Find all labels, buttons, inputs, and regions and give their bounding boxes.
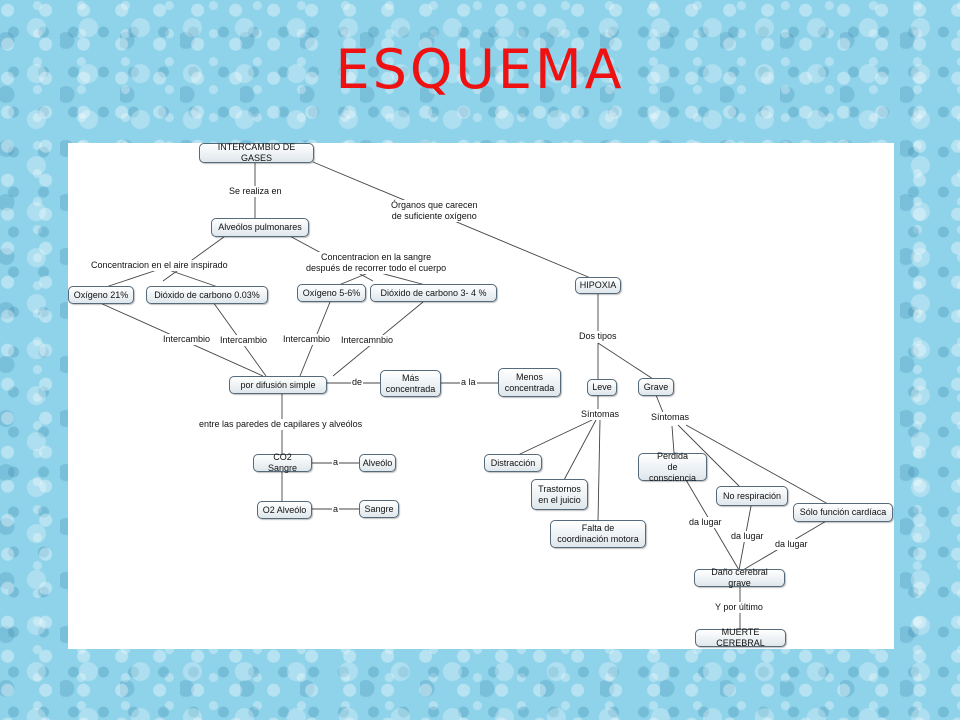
- node-oxigeno-5-6: Oxígeno 5-6%: [297, 284, 366, 302]
- node-distraccion: Distracción: [484, 454, 542, 472]
- link-dos-tipos: Dos tipos: [578, 331, 618, 342]
- node-intercambio-de-gases: INTERCAMBIO DE GASES: [199, 142, 314, 163]
- link-organos-carecen: Órganos que carecen de suficiente oxígen…: [390, 200, 479, 222]
- link-intercambio-3: Intercambio: [282, 334, 332, 345]
- link-a-1: a: [332, 457, 340, 468]
- link-entre-paredes: entre las paredes de capilares y alveólo…: [198, 419, 364, 430]
- node-alveolos-pulmonares: Alveólos pulmonares: [211, 218, 309, 237]
- node-hipoxia: HIPOXIA: [575, 277, 621, 294]
- node-dioxido-003: Dióxido de carbono 0.03%: [146, 286, 268, 304]
- node-mas-concentrada: Más concentrada: [380, 370, 441, 397]
- link-concentracion-sangre: Concentracion en la sangre después de re…: [305, 252, 448, 274]
- link-sintomas-grave: Síntomas: [650, 412, 691, 423]
- link-da-lugar-2: da lugar: [730, 531, 765, 542]
- node-leve: Leve: [587, 379, 617, 396]
- node-dano-cerebral-grave: Daño cerebral grave: [694, 567, 785, 588]
- node-perdida-consciencia: Perdida de consciencia: [638, 451, 707, 483]
- link-a-2: a: [332, 504, 340, 515]
- node-muerte-cerebral: MUERTE CEREBRAL: [695, 627, 786, 648]
- link-intercambio-4: Intercamnbio: [340, 335, 395, 346]
- link-da-lugar-1: da lugar: [688, 517, 723, 528]
- link-intercambio-2: Intercambio: [219, 335, 269, 346]
- node-no-respiracion: No respiración: [716, 486, 788, 506]
- node-grave: Grave: [638, 378, 674, 396]
- node-sangre: Sangre: [359, 500, 399, 518]
- link-se-realiza-en: Se realiza en: [228, 186, 283, 197]
- slide-title: ESQUEMA: [335, 38, 625, 101]
- node-trastornos-juicio: Trastornos en el juicio: [531, 479, 588, 510]
- link-y-por-ultimo: Y por último: [714, 602, 764, 613]
- link-a-la: a la: [460, 377, 477, 388]
- concept-map: INTERCAMBIO DE GASES Alveólos pulmonares…: [68, 142, 894, 649]
- node-solo-funcion-cardiaca: Sólo función cardíaca: [793, 503, 893, 522]
- node-o2-alveolo: O2 Alveólo: [257, 501, 312, 519]
- link-intercambio-1: Intercambio: [162, 334, 212, 345]
- node-alveolo: Alveólo: [359, 454, 396, 472]
- node-falta-coordinacion: Falta de coordinación motora: [550, 520, 646, 548]
- node-menos-concentrada: Menos concentrada: [498, 368, 561, 397]
- link-da-lugar-3: da lugar: [774, 539, 809, 550]
- node-co2-sangre: CO2 Sangre: [253, 452, 312, 473]
- node-dioxido-3-4: Dióxido de carbono 3- 4 %: [370, 284, 497, 302]
- link-concentracion-aire: Concentracion en el aire inspirado: [90, 260, 229, 271]
- node-oxigeno-21: Oxígeno 21%: [68, 286, 134, 304]
- node-por-difusion-simple: por difusión simple: [229, 376, 327, 394]
- link-de: de: [351, 377, 364, 388]
- link-sintomas-leve: Síntomas: [580, 409, 621, 420]
